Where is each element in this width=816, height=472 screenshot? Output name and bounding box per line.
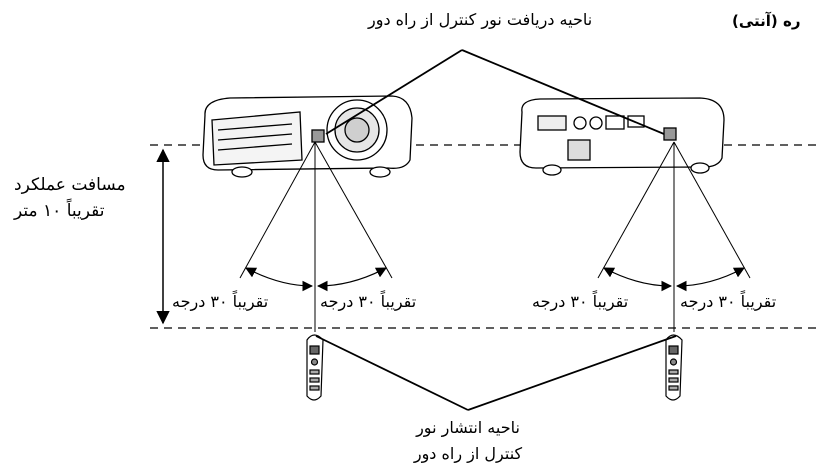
angle-label-4: تقریباً ۳۰ درجه [680, 292, 777, 311]
operating-distance-line2: تقریباً ۱۰ متر [14, 201, 105, 221]
operating-distance-line1: مسافت عملکرد [14, 175, 126, 195]
angle-arc-right-a [603, 267, 673, 292]
emitter-area-line2: کنترل از راه دور [413, 444, 523, 463]
angle-label-3: تقریباً ۳۰ درجه [532, 292, 629, 311]
receive-cone-right [597, 141, 751, 332]
receiver-pointer-right [461, 49, 665, 135]
emitter-area-line1: ناحیه انتشار نور [416, 418, 520, 437]
receiver-area-label: ناحیه دریافت نور کنترل از راه دور [368, 10, 593, 29]
projector-rear [519, 97, 725, 176]
angle-label-2: تقریباً ۳۰ درجه [320, 292, 417, 311]
receiver-pointer-left [325, 49, 463, 135]
angle-label-1: تقریباً ۳۰ درجه [172, 292, 269, 311]
receive-cone-left [239, 141, 393, 332]
angle-arc-left-b [316, 267, 387, 292]
angle-arc-right-b [675, 267, 745, 292]
projector-front [202, 95, 413, 178]
emitter-pointer-left [315, 335, 469, 411]
angle-arc-left-a [245, 267, 314, 292]
remote-control-right [665, 334, 683, 401]
header-partial-text: ره (آنتی) [732, 12, 801, 30]
remote-control-left [306, 334, 324, 401]
emitter-pointer-right [467, 335, 677, 411]
